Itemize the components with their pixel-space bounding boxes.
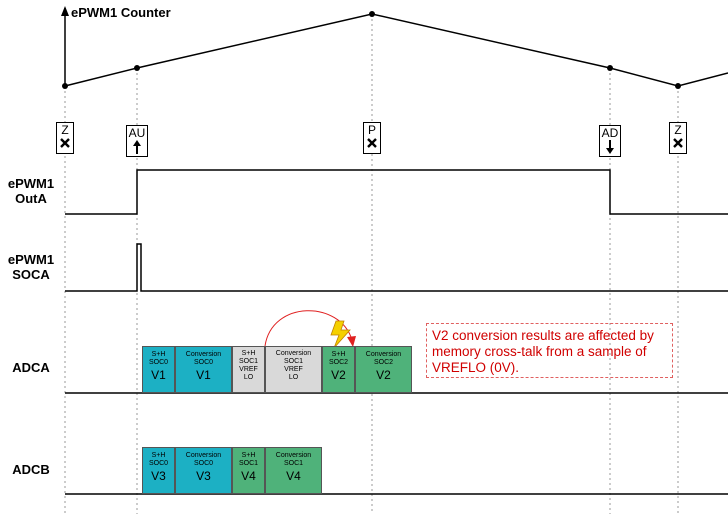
adcb-label: ADCB bbox=[12, 462, 50, 477]
soca-label: ePWM1 SOCA bbox=[7, 252, 55, 282]
block-sub: Conversion SOC1 VREF LO bbox=[275, 350, 312, 381]
adca-block: S+H SOC1 VREF LO bbox=[232, 346, 265, 393]
block-sub: Conversion SOC0 bbox=[185, 351, 222, 366]
soca-waveform bbox=[65, 243, 728, 292]
block-value: V2 bbox=[376, 368, 391, 382]
block-sub: S+H SOC0 bbox=[148, 351, 169, 366]
counter-title: ePWM1 Counter bbox=[71, 5, 171, 20]
counter-waveform bbox=[64, 13, 728, 87]
event-zero-1: Z bbox=[56, 122, 74, 154]
event-down-count: AD bbox=[599, 125, 621, 157]
counter-points bbox=[62, 11, 681, 89]
counter-axis-arrow bbox=[61, 6, 69, 16]
adca-block: Conversion SOC1 VREF LO bbox=[265, 346, 322, 393]
adca-block: S+H SOC0 V1 bbox=[142, 346, 175, 393]
event-label: P bbox=[367, 123, 376, 137]
block-sub: Conversion SOC0 bbox=[185, 452, 222, 467]
outa-label: ePWM1 OutA bbox=[7, 176, 55, 206]
cross-icon bbox=[367, 138, 377, 148]
adcb-block: S+H SOC1 V4 bbox=[232, 447, 265, 494]
event-period: P bbox=[363, 122, 381, 154]
block-value: V1 bbox=[151, 368, 166, 382]
block-value: V4 bbox=[286, 469, 301, 483]
adca-label: ADCA bbox=[12, 360, 50, 375]
adcb-block: S+H SOC0 V3 bbox=[142, 447, 175, 494]
event-label: Z bbox=[674, 123, 682, 137]
adca-block: S+H SOC2 V2 bbox=[322, 346, 355, 393]
event-label: AU bbox=[128, 126, 146, 140]
cross-icon bbox=[60, 138, 70, 148]
block-value: V1 bbox=[196, 368, 211, 382]
event-label: AD bbox=[601, 126, 619, 140]
adca-block: Conversion SOC0 V1 bbox=[175, 346, 232, 393]
event-label: Z bbox=[61, 123, 69, 137]
event-up-count: AU bbox=[126, 125, 148, 157]
adcb-block: Conversion SOC0 V3 bbox=[175, 447, 232, 494]
block-sub: Conversion SOC1 bbox=[275, 452, 312, 467]
event-zero-2: Z bbox=[669, 122, 687, 154]
adcb-block: Conversion SOC1 V4 bbox=[265, 447, 322, 494]
cross-icon bbox=[673, 138, 683, 148]
arrow-up-icon bbox=[133, 140, 141, 154]
block-value: V4 bbox=[241, 469, 256, 483]
block-sub: S+H SOC2 bbox=[328, 351, 349, 366]
event-gridlines bbox=[64, 14, 679, 514]
block-value: V3 bbox=[196, 469, 211, 483]
crosstalk-arrowhead bbox=[347, 336, 356, 347]
lightning-icon bbox=[330, 320, 351, 349]
adca-block: Conversion SOC2 V2 bbox=[355, 346, 412, 393]
block-sub: S+H SOC0 bbox=[148, 452, 169, 467]
block-sub: S+H SOC1 VREF LO bbox=[238, 350, 259, 381]
crosstalk-note: V2 conversion results are affected by me… bbox=[426, 323, 673, 378]
crosstalk-arrow bbox=[264, 310, 353, 347]
block-sub: Conversion SOC2 bbox=[365, 351, 402, 366]
block-value: V3 bbox=[151, 469, 166, 483]
block-sub: S+H SOC1 bbox=[238, 452, 259, 467]
arrow-down-icon bbox=[606, 140, 614, 154]
outa-waveform bbox=[65, 169, 728, 215]
block-value: V2 bbox=[331, 368, 346, 382]
